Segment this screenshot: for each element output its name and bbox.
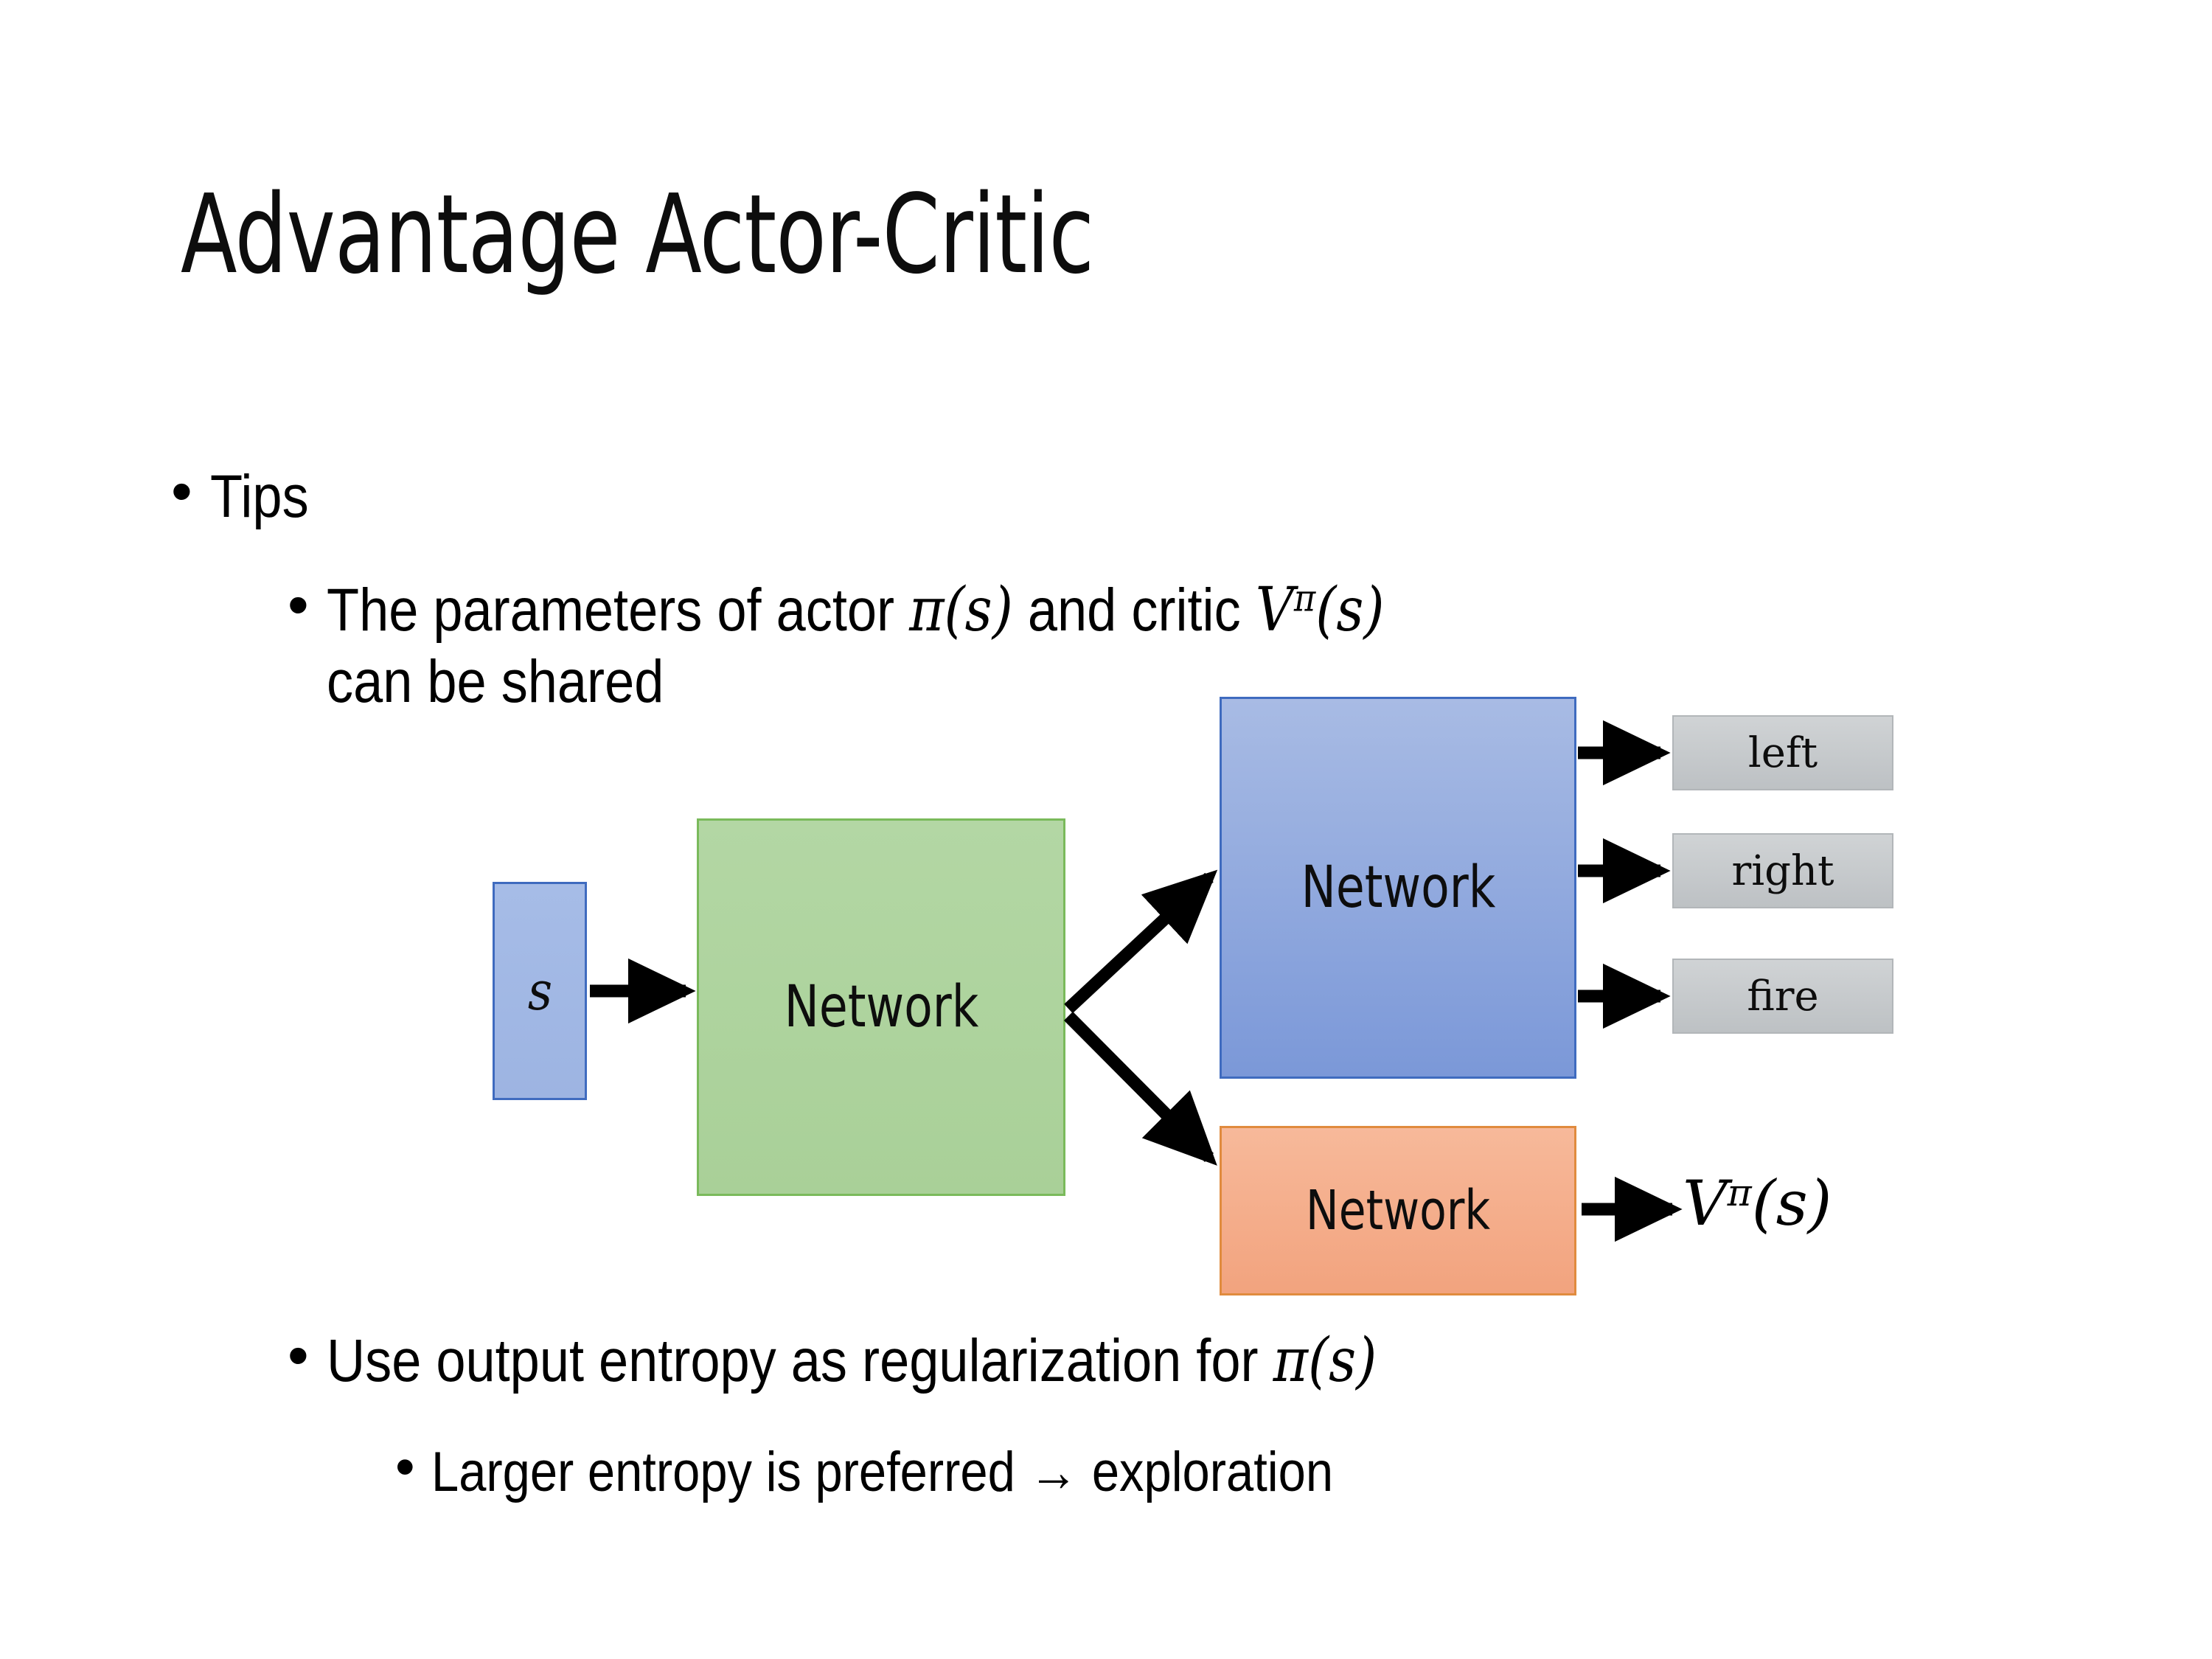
shared-params-line2: can be shared <box>327 647 664 715</box>
bullet-marker: • <box>171 458 192 525</box>
bullet-exploration: • Larger entropy is preferred → explorat… <box>395 1439 1456 1506</box>
math-actor-pi-s: π(s) <box>909 575 1014 645</box>
value-output-superscript: π <box>1727 1170 1752 1214</box>
input-state-label: s <box>527 960 552 1022</box>
math-critic-argument: (s) <box>1315 575 1385 645</box>
input-state-box: s <box>493 882 587 1100</box>
action-box-fire: fire <box>1672 959 1893 1034</box>
arrow-shared-to-actor <box>1064 869 1218 1014</box>
arrow-shared-to-critic <box>1063 1012 1217 1166</box>
action-label-left: left <box>1747 728 1818 777</box>
actor-network-box: Network <box>1220 697 1576 1079</box>
bullet-entropy-regularization: • Use output entropy as regularization f… <box>288 1326 1520 1397</box>
shared-params-text-prefix: The parameters of actor <box>327 577 910 644</box>
bullet-tips-label: Tips <box>210 463 309 530</box>
value-output-label: Vπ(s) <box>1683 1167 1832 1239</box>
critic-network-label: Network <box>1305 1179 1491 1242</box>
shared-params-text-middle: and critic <box>1013 577 1256 644</box>
actor-network-label: Network <box>1301 855 1495 921</box>
math-critic-v: V <box>1256 575 1295 645</box>
action-label-right: right <box>1731 846 1834 895</box>
entropy-text: Use output entropy as regularization for <box>327 1327 1273 1394</box>
math-critic-superscript-pi: π <box>1294 576 1316 620</box>
value-output-base: V <box>1683 1167 1728 1239</box>
bullet-marker: • <box>288 1322 309 1389</box>
math-pi-s: π(s) <box>1273 1326 1377 1396</box>
action-label-fire: fire <box>1747 972 1819 1020</box>
shared-network-label: Network <box>784 974 978 1040</box>
bullet-marker: • <box>288 571 309 639</box>
bullet-marker: • <box>395 1436 415 1498</box>
shared-network-box: Network <box>697 818 1065 1196</box>
value-output-argument: (s) <box>1751 1167 1832 1239</box>
action-box-right: right <box>1672 833 1893 908</box>
page-title: Advantage Actor-Critic <box>181 171 1094 298</box>
bullet-tips: • Tips <box>171 462 322 533</box>
exploration-label: Larger entropy is preferred → exploratio… <box>431 1441 1334 1503</box>
critic-network-box: Network <box>1220 1126 1576 1295</box>
bullet-shared-parameters: • The parameters of actor π(s) and criti… <box>288 575 1529 718</box>
action-box-left: left <box>1672 715 1893 790</box>
